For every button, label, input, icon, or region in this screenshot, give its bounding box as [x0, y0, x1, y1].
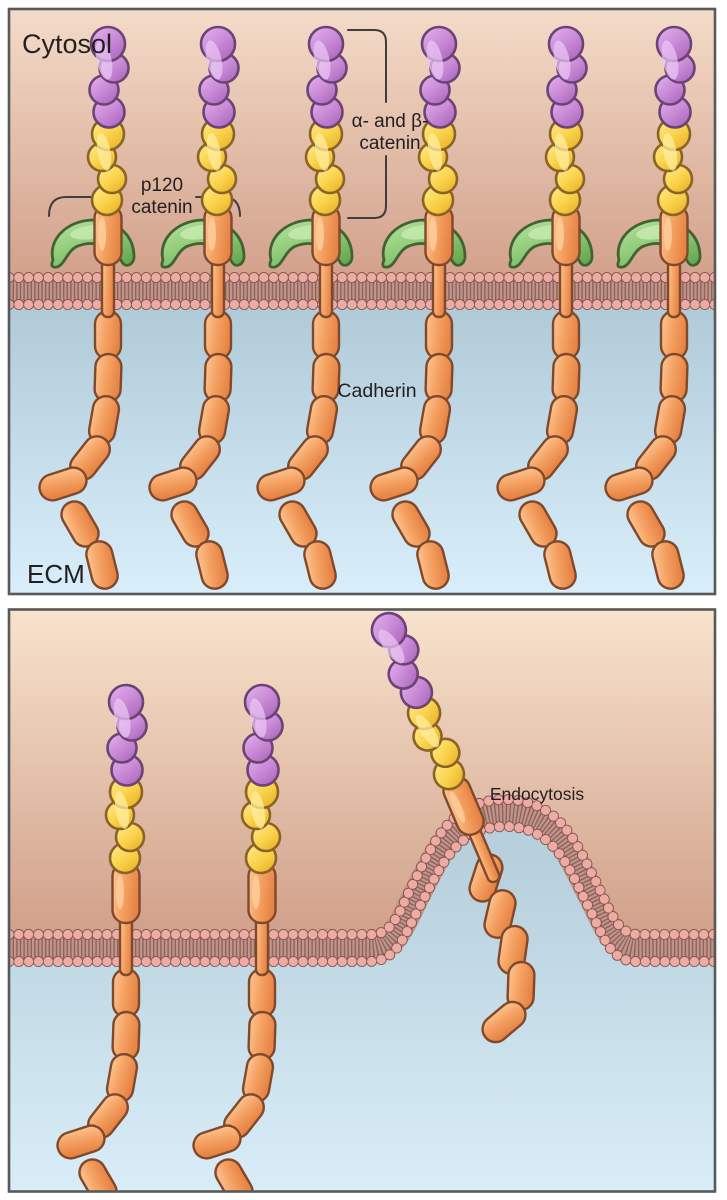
alpha-beta-catenin-label-line1: α- and β- — [352, 111, 429, 132]
lipid-tails — [9, 800, 715, 960]
lipid-heads-outer — [9, 794, 715, 940]
bottom-panel-border — [7, 608, 717, 1193]
p120-catenin-label-line2: catenin — [131, 197, 192, 218]
top-panel: Cytosol ECM p120 catenin α- and β- caten… — [9, 9, 715, 594]
top-panel-border — [7, 7, 717, 596]
alpha-beta-bracket — [347, 29, 387, 219]
plasma-membrane-endocytosis — [9, 793, 715, 967]
ecm-background — [9, 291, 715, 594]
endocytosis-label: Endocytosis — [490, 784, 585, 804]
p120-catenin-label-line1: p120 — [141, 175, 183, 196]
cytosol-label: Cytosol — [22, 29, 112, 59]
lipid-heads-inner — [9, 821, 715, 967]
ecm-label: ECM — [27, 559, 85, 589]
cadherin-label: Cadherin — [337, 380, 416, 402]
plasma-membrane — [9, 272, 715, 310]
ecm-background — [9, 813, 715, 1191]
bottom-panel: Endocytosis — [9, 609, 715, 1192]
alpha-beta-catenin-label-line2: catenin — [359, 133, 420, 154]
